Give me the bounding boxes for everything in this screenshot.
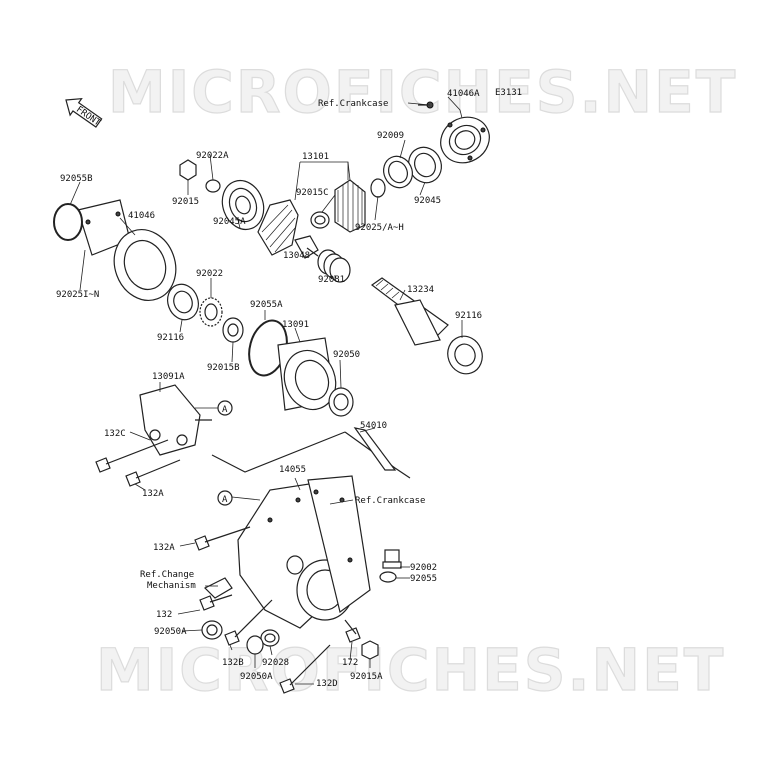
- bolt-132B[interactable]: [224, 599, 273, 646]
- watermark-bottom: MICROFICHES.NET: [96, 636, 725, 704]
- label-92045: 92045: [414, 196, 441, 206]
- label-54010: 54010: [360, 421, 387, 431]
- marker-a-bottom: [217, 490, 233, 506]
- label-92015B: 92015B: [207, 363, 240, 373]
- label-92055B: 92055B: [60, 174, 93, 184]
- bolt-132A-left[interactable]: [125, 459, 181, 487]
- housing-13091[interactable]: [276, 337, 344, 417]
- bevel-gear-pinion[interactable]: [257, 199, 299, 256]
- drive-shaft-13234[interactable]: [370, 277, 449, 346]
- bolt-132[interactable]: [199, 594, 233, 611]
- bolt-132D[interactable]: [279, 644, 331, 694]
- label-13048: 13048: [283, 251, 310, 261]
- label-41046: 41046: [128, 211, 155, 221]
- label-92025AH: 92025/A~H: [355, 223, 404, 233]
- collar-92015C[interactable]: [310, 211, 330, 229]
- label-132A-left: 132A: [142, 489, 164, 499]
- seal-92050A-left[interactable]: [201, 620, 223, 640]
- shim-92025[interactable]: [370, 178, 386, 198]
- label-92116-right: 92116: [455, 311, 482, 321]
- label-92009: 92009: [377, 131, 404, 141]
- label-132B: 132B: [222, 658, 244, 668]
- label-92050A-left: 92050A: [154, 627, 187, 637]
- ref-change-mechanism-line1: Ref.Change: [140, 570, 194, 580]
- label-92022A: 92022A: [196, 151, 229, 161]
- label-92116-left: 92116: [157, 333, 184, 343]
- o-ring-92055B[interactable]: [53, 203, 83, 241]
- bearing-92045A[interactable]: [216, 175, 271, 236]
- label-92028: 92028: [262, 658, 289, 668]
- watermark-top: MICROFICHES.NET: [108, 58, 737, 126]
- ref-crankcase-top: Ref.Crankcase: [318, 99, 388, 109]
- seal-92050A-center[interactable]: [246, 635, 264, 655]
- bolt-132C[interactable]: [95, 439, 169, 473]
- lock-washer-92022[interactable]: [199, 297, 223, 327]
- bearing-housing-41046A[interactable]: [432, 108, 497, 171]
- label-13091: 13091: [282, 320, 309, 330]
- label-92015C: 92015C: [296, 188, 329, 198]
- label-92050: 92050: [333, 350, 360, 360]
- marker-a-bottom-label: A: [222, 495, 228, 505]
- label-13101: 13101: [302, 152, 329, 162]
- label-92025IN: 92025I~N: [56, 290, 99, 300]
- coupling-13048[interactable]: [294, 235, 319, 259]
- nut-92015[interactable]: [179, 159, 197, 181]
- collar-92028[interactable]: [260, 629, 280, 647]
- front-arrow-icon: FRONT: [65, 97, 103, 129]
- label-172: 172: [342, 658, 358, 668]
- bearing-92116-right[interactable]: [443, 331, 488, 378]
- label-132: 132: [156, 610, 172, 620]
- label-92002: 92002: [410, 563, 437, 573]
- plug-92002[interactable]: [382, 549, 402, 569]
- o-ring-92055[interactable]: [379, 571, 397, 583]
- nut-92015B[interactable]: [222, 317, 244, 343]
- bracket-13091A[interactable]: [139, 384, 212, 456]
- label-92015: 92015: [172, 197, 199, 207]
- screw-172[interactable]: [344, 619, 361, 643]
- bearing-housing-41046[interactable]: [77, 199, 186, 309]
- ref-crankcase-mid: Ref.Crankcase: [355, 496, 425, 506]
- label-92045A: 92045A: [213, 217, 246, 227]
- front-arrow-label: FRONT: [74, 105, 102, 129]
- diagram-code: E3131: [495, 88, 522, 98]
- gear-case-14055[interactable]: [237, 475, 371, 629]
- label-132A-center: 132A: [153, 543, 175, 553]
- label-92081: 92081: [318, 275, 345, 285]
- bearing-92045[interactable]: [403, 142, 447, 188]
- washer-92022A[interactable]: [205, 179, 221, 193]
- label-92050A-center: 92050A: [240, 672, 273, 682]
- label-92055: 92055: [410, 574, 437, 584]
- leader-lines: [69, 96, 463, 685]
- bearing-92116-left[interactable]: [163, 280, 204, 324]
- bolt-132A-center[interactable]: [194, 526, 251, 551]
- seal-92050[interactable]: [328, 387, 354, 417]
- change-mechanism-ref[interactable]: [203, 577, 233, 599]
- label-132C: 132C: [104, 429, 126, 439]
- label-14055: 14055: [279, 465, 306, 475]
- label-92022: 92022: [196, 269, 223, 279]
- label-92015A: 92015A: [350, 672, 383, 682]
- nut-92015A[interactable]: [361, 640, 379, 660]
- label-132D: 132D: [316, 679, 338, 689]
- seal-92009[interactable]: [379, 152, 418, 193]
- cable-54010[interactable]: [211, 427, 411, 479]
- ref-change-mechanism-line2: Mechanism: [147, 581, 196, 591]
- label-92055A: 92055A: [250, 300, 283, 310]
- marker-a-top-label: A: [222, 405, 228, 415]
- label-13234: 13234: [407, 285, 434, 295]
- label-13091A: 13091A: [152, 372, 185, 382]
- spring-92081[interactable]: [317, 249, 351, 283]
- label-41046A: 41046A: [447, 89, 480, 99]
